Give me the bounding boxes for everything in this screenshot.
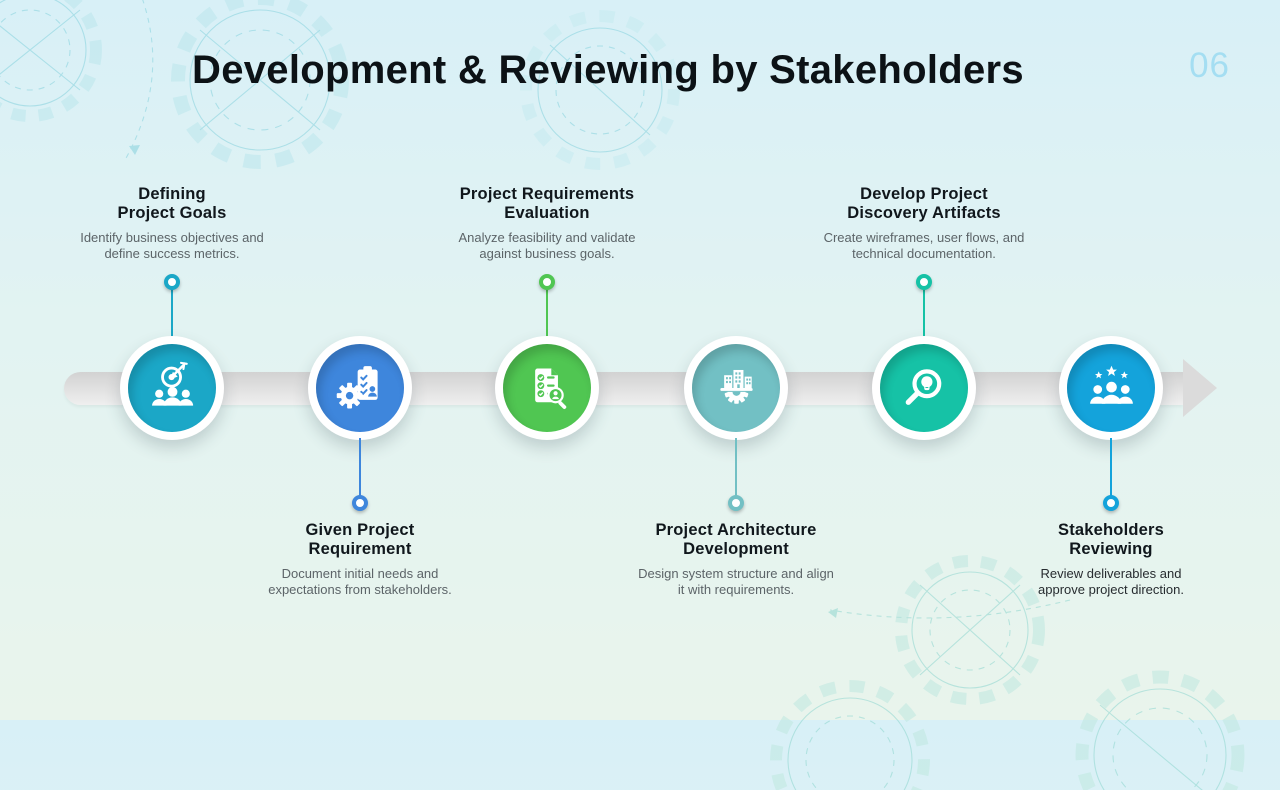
connector-dot: [352, 495, 368, 511]
timeline-arrow-icon: [1183, 359, 1217, 417]
item-label: Defining Project Goals Identify business…: [42, 185, 302, 262]
document-review-magnifier-icon: [534, 368, 566, 409]
item-title: Project Requirements Evaluation: [417, 185, 677, 224]
connector-dot: [539, 274, 555, 290]
timeline-item: Defining Project Goals Identify business…: [42, 0, 302, 720]
item-title-line: Defining: [138, 185, 206, 203]
item-description: Identify business objectives and define …: [80, 229, 264, 262]
timeline-item: Stakeholders Reviewing Review deliverabl…: [981, 0, 1241, 720]
page-title: Development & Reviewing by Stakeholders: [192, 48, 1024, 92]
item-title-line: Project Goals: [117, 204, 227, 223]
item-label: Develop Project Discovery Artifacts Crea…: [794, 185, 1054, 262]
step-circle: [1059, 336, 1163, 440]
item-title-line: Develop Project: [860, 185, 988, 203]
item-title: Project Architecture Development: [606, 521, 866, 560]
timeline-item: Develop Project Discovery Artifacts Crea…: [794, 0, 1054, 720]
item-label: Given Project Requirement Document initi…: [230, 521, 490, 598]
connector-dot: [164, 274, 180, 290]
item-title: Defining Project Goals: [42, 185, 302, 224]
connector-line: [923, 288, 925, 338]
item-title-line: Given Project: [305, 521, 415, 539]
timeline-item: Project Requirements Evaluation Analyze …: [417, 0, 677, 720]
item-description: Analyze feasibility and validate against…: [458, 229, 636, 262]
item-description: Design system structure and align it wit…: [638, 565, 834, 598]
item-title: Stakeholders Reviewing: [981, 521, 1241, 560]
target-goal-people-icon: [151, 361, 193, 406]
item-label: Project Requirements Evaluation Analyze …: [417, 185, 677, 262]
item-title-line: Project Requirements: [459, 185, 635, 203]
connector-dot: [916, 274, 932, 290]
item-label: Stakeholders Reviewing Review deliverabl…: [981, 521, 1241, 598]
connector-dot: [1103, 495, 1119, 511]
connector-line: [735, 438, 737, 498]
step-circle: [120, 336, 224, 440]
item-description: Document initial needs and expectations …: [268, 565, 452, 598]
item-title-line: Evaluation: [504, 204, 590, 223]
item-title-line: Development: [683, 540, 789, 559]
page-number: 06: [1189, 46, 1230, 85]
timeline-item: Project Architecture Development Design …: [606, 0, 866, 720]
step-circle: [308, 336, 412, 440]
connector-line: [546, 288, 548, 338]
timeline-bar: [64, 372, 1183, 405]
connector-line: [1110, 438, 1112, 498]
item-title: Develop Project Discovery Artifacts: [794, 185, 1054, 224]
team-stars-icon: [1089, 365, 1133, 404]
item-title-line: Stakeholders: [1057, 521, 1165, 539]
item-title-line: Discovery Artifacts: [847, 204, 1001, 223]
step-circle: [872, 336, 976, 440]
step-circle: [684, 336, 788, 440]
gear-checklist-icon: [336, 365, 378, 408]
connector-line: [359, 438, 361, 498]
step-circle: [495, 336, 599, 440]
item-label: Project Architecture Development Design …: [606, 521, 866, 598]
item-title-line: Project Architecture: [655, 521, 817, 539]
item-description: Create wireframes, user flows, and techn…: [823, 229, 1025, 262]
item-title-line: Requirement: [308, 540, 412, 559]
timeline-item: Given Project Requirement Document initi…: [230, 0, 490, 720]
item-title-line: Reviewing: [1069, 540, 1153, 559]
magnifier-lightbulb-icon: [905, 368, 941, 405]
connector-line: [171, 288, 173, 338]
connector-dot: [728, 495, 744, 511]
building-gear-icon: [719, 369, 753, 404]
item-description: Review deliverables and approve project …: [1038, 565, 1184, 598]
item-title: Given Project Requirement: [230, 521, 490, 560]
